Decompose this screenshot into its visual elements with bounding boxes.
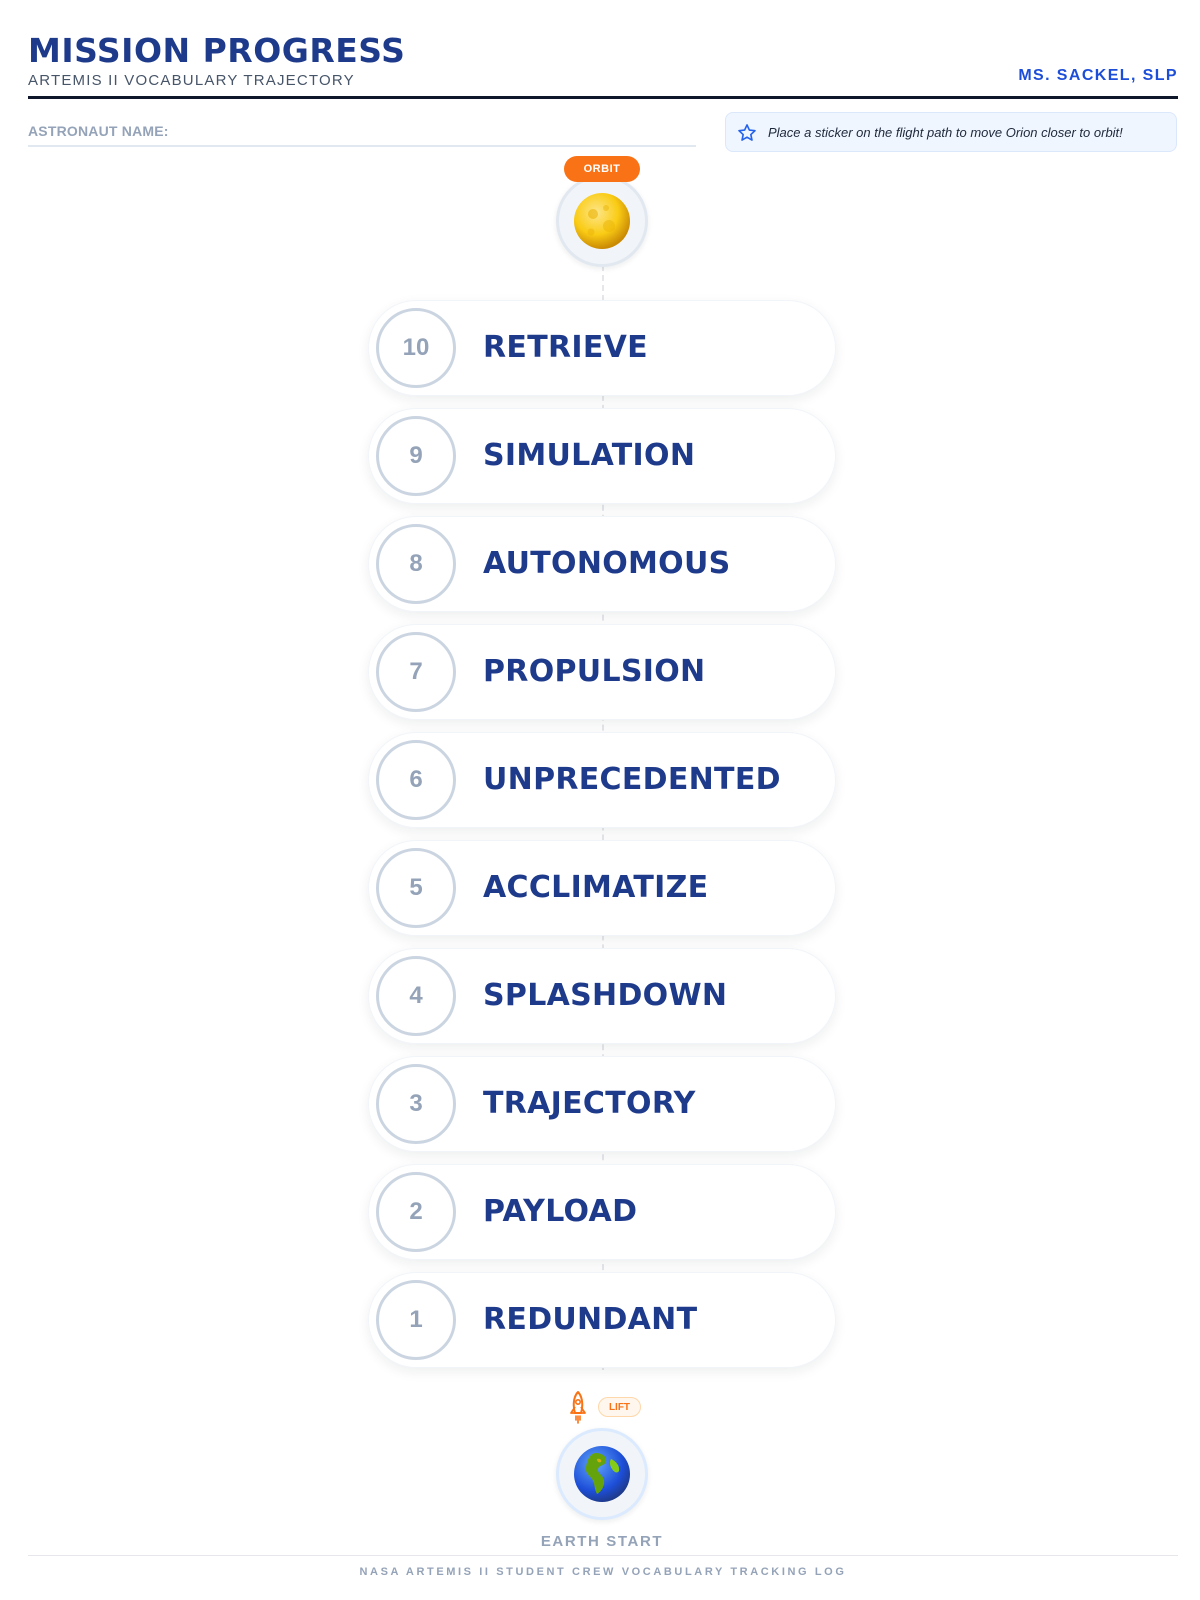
orbit-badge: ORBIT (564, 156, 640, 182)
step-item[interactable]: 9 SIMULATION (368, 408, 836, 504)
page-header: MISSION PROGRESS ARTEMIS II VOCABULARY T… (28, 30, 1178, 99)
instruction-text: Place a sticker on the flight path to mo… (768, 125, 1123, 140)
step-word: SPLASHDOWN (483, 978, 728, 1013)
step-number: 6 (376, 740, 456, 820)
step-item[interactable]: 5 ACCLIMATIZE (368, 840, 836, 936)
moon-icon (574, 193, 630, 249)
step-number: 7 (376, 632, 456, 712)
teacher-name: MS. SACKEL, SLP (1018, 67, 1178, 84)
step-word: ACCLIMATIZE (483, 870, 709, 905)
step-item[interactable]: 2 PAYLOAD (368, 1164, 836, 1260)
lift-badge: LIFT (598, 1397, 641, 1417)
step-item[interactable]: 6 UNPRECEDENTED (368, 732, 836, 828)
step-number: 3 (376, 1064, 456, 1144)
step-word: AUTONOMOUS (483, 546, 731, 581)
step-item[interactable]: 4 SPLASHDOWN (368, 948, 836, 1044)
earth-start-label: EARTH START (540, 1533, 664, 1550)
step-number: 5 (376, 848, 456, 928)
page-footer: NASA ARTEMIS II STUDENT CREW VOCABULARY … (28, 1555, 1178, 1578)
step-word: UNPRECEDENTED (483, 762, 781, 797)
page-title: MISSION PROGRESS (28, 31, 406, 70)
step-number: 2 (376, 1172, 456, 1252)
step-number: 1 (376, 1280, 456, 1360)
step-item[interactable]: 3 TRAJECTORY (368, 1056, 836, 1152)
step-word: PROPULSION (483, 654, 706, 689)
step-word: RETRIEVE (483, 330, 648, 365)
astronaut-name-label: ASTRONAUT NAME: (28, 123, 169, 139)
step-number: 10 (376, 308, 456, 388)
moon-goal (556, 175, 648, 267)
rocket-icon (570, 1391, 586, 1424)
earth-start (556, 1428, 648, 1520)
step-item[interactable]: 1 REDUNDANT (368, 1272, 836, 1368)
step-word: SIMULATION (483, 438, 696, 473)
step-word: REDUNDANT (483, 1302, 698, 1337)
step-item[interactable]: 10 RETRIEVE (368, 300, 836, 396)
step-item[interactable]: 7 PROPULSION (368, 624, 836, 720)
step-item[interactable]: 8 AUTONOMOUS (368, 516, 836, 612)
step-number: 9 (376, 416, 456, 496)
step-number: 4 (376, 956, 456, 1036)
footer-text: NASA ARTEMIS II STUDENT CREW VOCABULARY … (359, 1566, 847, 1578)
earth-icon (574, 1446, 630, 1502)
star-icon (738, 124, 756, 141)
step-number: 8 (376, 524, 456, 604)
step-word: PAYLOAD (483, 1194, 638, 1229)
astronaut-name-field[interactable]: ASTRONAUT NAME: (28, 113, 696, 147)
step-word: TRAJECTORY (483, 1086, 696, 1121)
page-subtitle: ARTEMIS II VOCABULARY TRAJECTORY (28, 72, 355, 89)
instruction-callout: Place a sticker on the flight path to mo… (725, 112, 1177, 152)
